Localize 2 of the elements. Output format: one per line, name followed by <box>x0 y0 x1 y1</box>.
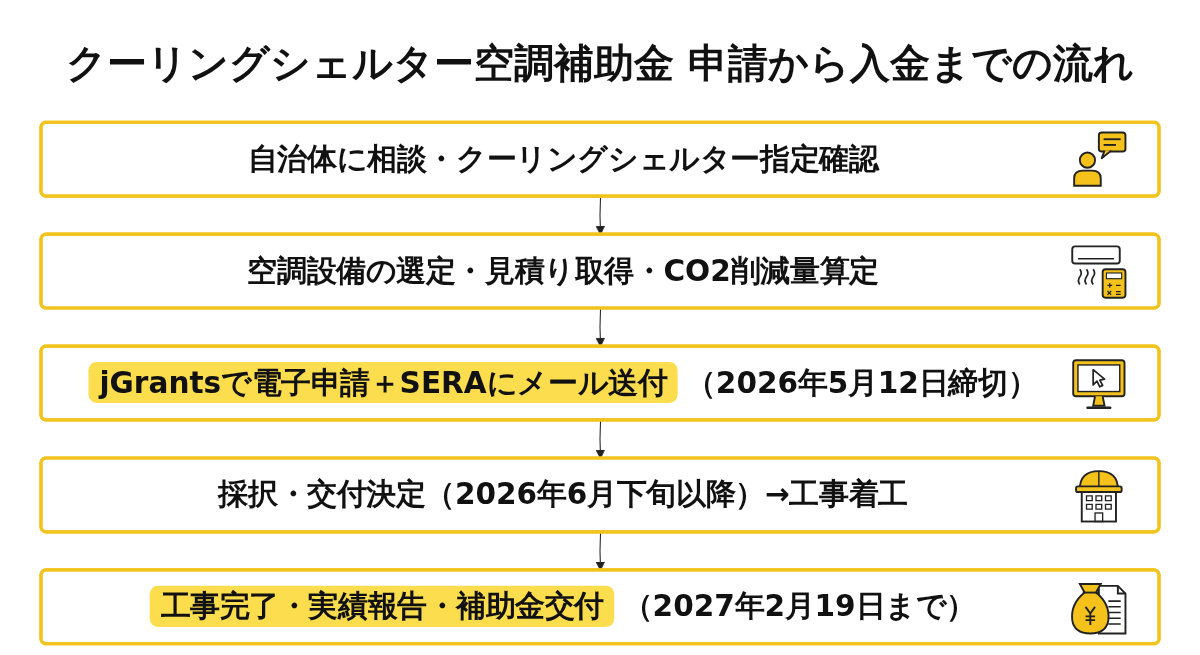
arrow <box>595 308 605 347</box>
title: クーリングシェルター空調補助金 申請から入金までの流れ <box>66 39 1134 88</box>
